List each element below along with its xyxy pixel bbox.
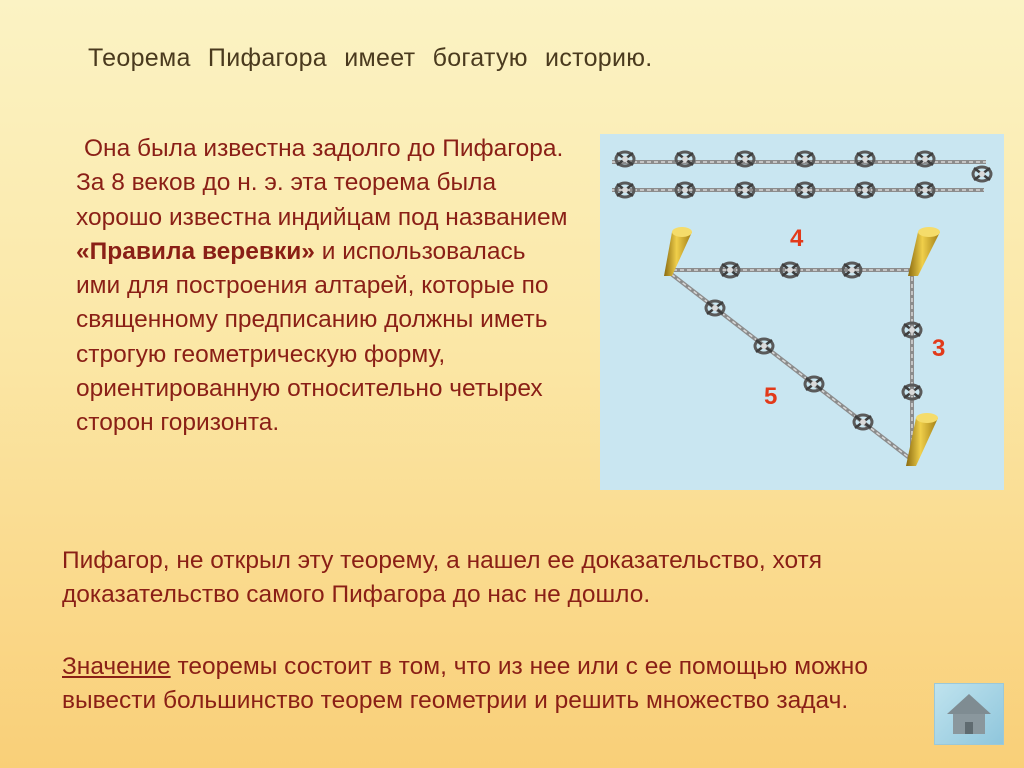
significance-text: теоремы состоит в том, что из нее или с … [62, 653, 868, 714]
straight-rope-top [612, 150, 993, 183]
home-icon [947, 694, 991, 734]
straight-rope-bottom [612, 181, 984, 199]
label-side-4: 4 [790, 225, 804, 252]
significance-term: Значение [62, 653, 171, 680]
proof-paragraph: Пифагор, не открыл эту теорему, а нашел … [62, 547, 823, 608]
history-text-start: Она была известна задолго до Пифагора. З… [76, 135, 568, 231]
rope-rule-term: «Правила веревки» [76, 237, 315, 265]
label-side-5: 5 [764, 383, 777, 410]
home-button[interactable] [934, 683, 1004, 745]
slide-title: Теорема Пифагора имеет богатую историю. [88, 44, 653, 72]
peg-top-right [908, 227, 940, 276]
history-text-end: и использовалась ими для построения алта… [76, 237, 549, 437]
history-paragraph: Она была известна задолго до Пифагора. З… [76, 132, 576, 441]
rope-triangle-illustration: 4 3 5 [612, 150, 993, 466]
significance-paragraph: Значение теоремы состоит в том, что из н… [62, 650, 942, 718]
rope-triangle [664, 261, 923, 462]
peg-bottom-right [906, 413, 938, 466]
peg-left [664, 227, 692, 276]
label-side-3: 3 [932, 335, 945, 362]
rope-triangle-figure: 4 3 5 [600, 134, 1004, 490]
